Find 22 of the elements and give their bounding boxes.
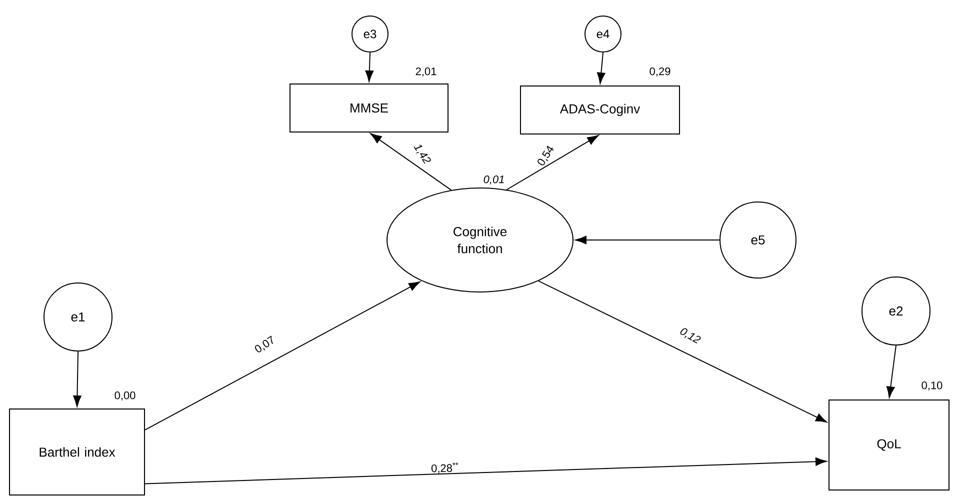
arrow	[538, 280, 827, 422]
arrow	[144, 457, 827, 484]
arrow	[886, 344, 896, 398]
edge-label: 0,12	[680, 328, 701, 344]
value-label: 0,10	[922, 381, 942, 391]
variable-box: QoL	[828, 399, 950, 490]
arrow	[506, 135, 599, 190]
edge-label: 0,07	[255, 336, 274, 352]
value-label: 2,01	[416, 67, 436, 77]
value-label: 0,00	[114, 391, 136, 401]
arrow	[73, 351, 82, 407]
arrow	[370, 133, 452, 191]
variable-box: ADAS-Coginv	[520, 86, 680, 134]
variable-box: MMSE	[290, 83, 448, 132]
variable-box: Barthel index	[9, 408, 145, 496]
arrow	[597, 52, 606, 84]
edge-label: 0,28$^{**}$	[431, 462, 458, 474]
value-label: 0,01	[484, 175, 504, 185]
value-label: 0,29	[650, 67, 670, 77]
arrow	[575, 236, 720, 244]
arrow	[365, 52, 374, 82]
arrow	[144, 282, 420, 430]
